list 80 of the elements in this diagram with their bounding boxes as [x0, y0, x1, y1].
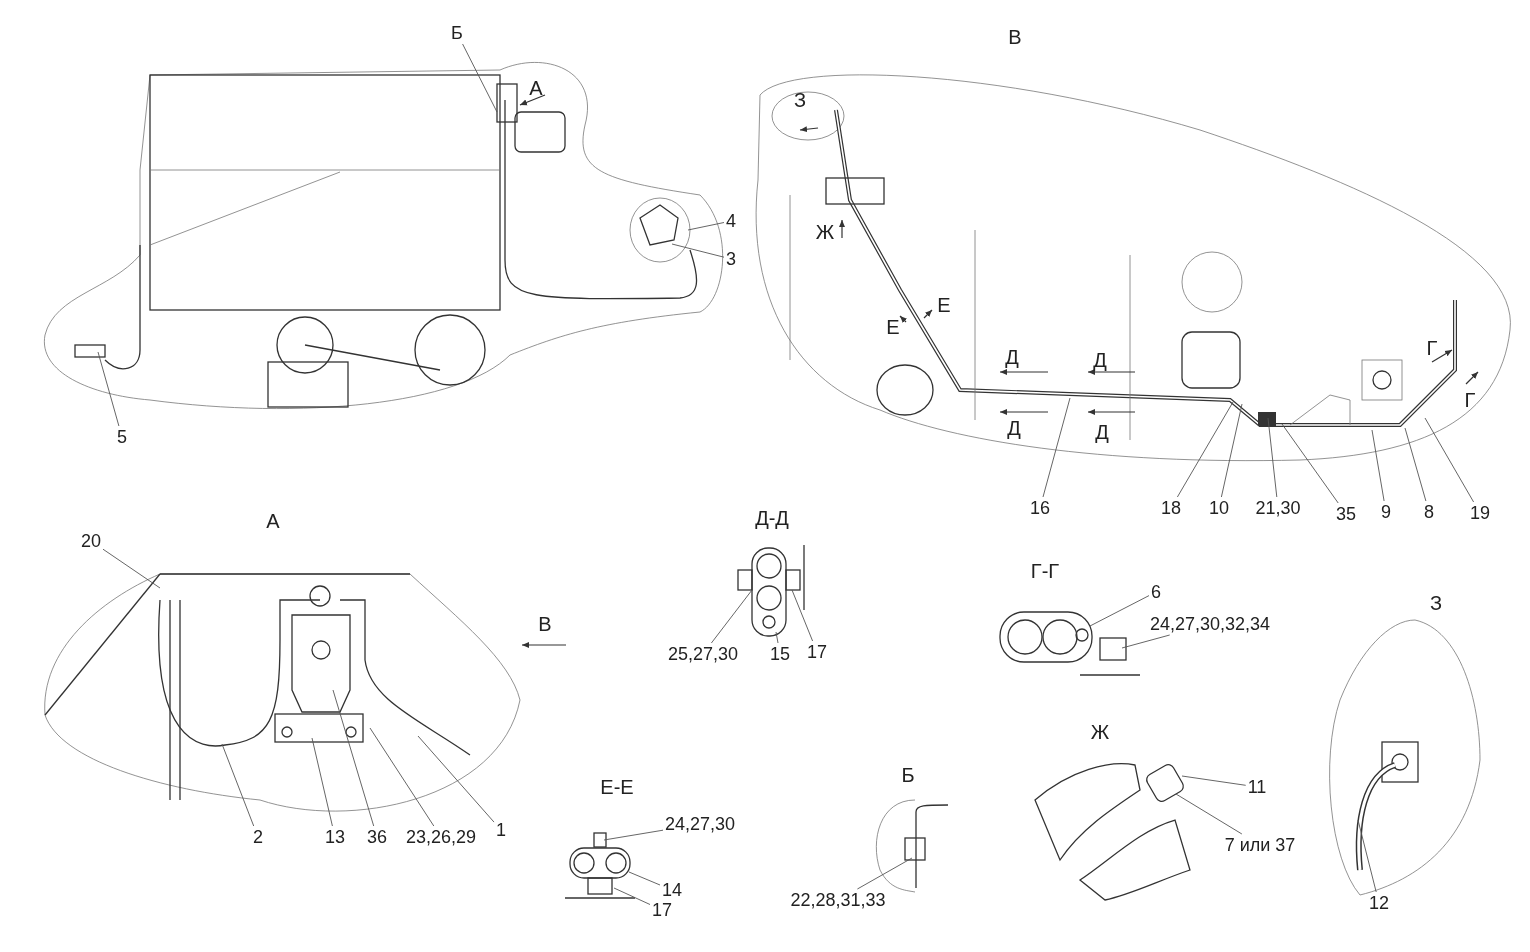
view-label: Ж	[815, 222, 835, 242]
callout-number: 8	[1424, 503, 1434, 521]
section-label: Д	[1095, 422, 1109, 442]
callout-number: 15	[770, 645, 790, 663]
leader-line	[1175, 793, 1243, 835]
section-label: Д	[1007, 418, 1021, 438]
leader-line	[687, 222, 725, 231]
callout-number: Б	[451, 24, 463, 42]
leader-line	[1267, 417, 1278, 498]
leader-line	[671, 243, 725, 258]
callout-number: 13	[325, 828, 345, 846]
leader-line	[1089, 595, 1150, 627]
callout-number: 4	[726, 212, 736, 230]
view-title: Б	[901, 765, 915, 785]
callout-number: 17	[807, 643, 827, 661]
section-title: Д-Д	[755, 508, 789, 528]
leader-line	[1357, 819, 1377, 893]
callout-number: 5	[117, 428, 127, 446]
section-label: Д	[1093, 350, 1107, 370]
view-title: Ж	[1090, 722, 1110, 742]
leader-line	[417, 735, 495, 823]
callout-number: 10	[1209, 499, 1229, 517]
leader-line	[332, 689, 375, 827]
leader-line	[1121, 634, 1171, 649]
view-label: В	[538, 614, 552, 634]
leader-line	[1281, 423, 1339, 504]
section-label: Г	[1426, 338, 1438, 358]
leader-line	[791, 589, 814, 642]
callout-number: 23,26,29	[405, 828, 477, 846]
leader-line	[628, 871, 661, 886]
callout-number: 16	[1030, 499, 1050, 517]
leader-line	[710, 589, 753, 644]
callout-number: 1	[496, 821, 506, 839]
callout-number: 18	[1161, 499, 1181, 517]
callout-number: 2	[253, 828, 263, 846]
leader-line	[1220, 403, 1243, 498]
view-label: А	[529, 78, 543, 98]
leader-line	[221, 743, 255, 827]
view-title: З	[1429, 593, 1443, 613]
leader-line	[856, 857, 913, 890]
leader-line	[462, 43, 498, 113]
leader-line	[1176, 401, 1234, 498]
callout-number: 19	[1470, 504, 1490, 522]
callout-number: 9	[1381, 503, 1391, 521]
callout-number: 17	[652, 901, 672, 919]
leader-line	[1371, 429, 1385, 502]
view-label: В	[1008, 27, 1022, 47]
section-title: Г-Г	[1030, 561, 1060, 581]
callout-number: 20	[81, 532, 101, 550]
leader-line	[775, 631, 779, 644]
callout-number: 22,28,31,33	[790, 891, 886, 909]
callout-number: 3	[726, 250, 736, 268]
leader-line	[97, 351, 120, 427]
leader-line	[102, 548, 161, 589]
leader-line	[369, 727, 435, 827]
callout-number: 35	[1336, 505, 1356, 523]
section-label: Г	[1464, 390, 1476, 410]
callout-number: 12	[1369, 894, 1389, 912]
callout-number: 25,27,30	[667, 645, 739, 663]
view-label: З	[793, 90, 807, 110]
section-label: Е	[886, 317, 900, 337]
callout-number: 24,27,30	[664, 815, 736, 833]
leader-line	[603, 829, 664, 841]
callout-number: 14	[662, 881, 682, 899]
leader-line	[311, 737, 333, 827]
section-label: Е	[937, 295, 951, 315]
leader-line	[1042, 397, 1071, 498]
callout-number: 6	[1151, 583, 1161, 601]
callout-number: 36	[367, 828, 387, 846]
callout-number: 11	[1247, 778, 1267, 796]
section-title: Е-Е	[600, 777, 634, 797]
view-title: А	[266, 511, 280, 531]
callout-number: 21,30	[1255, 499, 1301, 517]
leader-line	[1404, 427, 1427, 502]
leader-line	[1424, 417, 1475, 503]
callout-number: 24,27,30,32,34	[1149, 615, 1271, 633]
callout-number: 7 или 37	[1224, 836, 1296, 854]
leader-line	[613, 887, 651, 905]
leader-line	[1181, 775, 1247, 786]
section-label: Д	[1005, 347, 1019, 367]
